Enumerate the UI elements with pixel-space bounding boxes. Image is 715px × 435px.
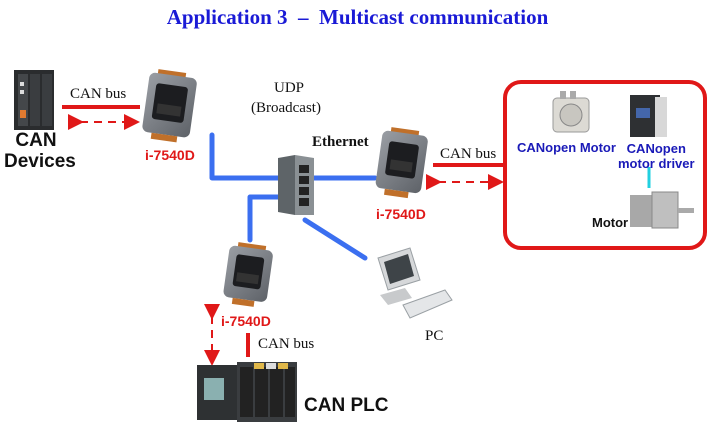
udp-label: UDP xyxy=(274,80,305,96)
motor-icon xyxy=(630,191,694,229)
diagram-title: Application 3 – Multicast communication xyxy=(166,5,549,29)
canopen-motor-driver-icon xyxy=(630,95,667,137)
can-bus-label-right: CAN bus xyxy=(440,146,497,162)
ethernet-link-pc xyxy=(302,217,368,261)
canopen-group-box xyxy=(503,80,707,250)
canopen-motor-label: CANopen Motor xyxy=(517,140,616,155)
ethernet-link-top-left xyxy=(209,132,288,181)
device-label-top-left: i-7540D xyxy=(145,147,195,163)
pc-icon xyxy=(377,247,453,319)
i7540d-module-right xyxy=(375,127,428,199)
can-devices-label: CAN Devices xyxy=(4,130,76,172)
canopen-motor-driver-label: CANopen motor driver xyxy=(618,141,695,171)
ethernet-link-bottom xyxy=(247,194,285,243)
i7540d-module-bottom xyxy=(223,242,273,307)
motor-label: Motor xyxy=(592,215,629,230)
canopen-motor-icon xyxy=(552,91,590,133)
ethernet-switch-icon xyxy=(278,155,314,215)
broadcast-label: (Broadcast) xyxy=(251,100,321,116)
i7540d-module-top-left xyxy=(142,69,197,143)
ethernet-label: Ethernet xyxy=(312,134,369,150)
can-plc-label: CAN PLC xyxy=(304,395,389,416)
device-label-right: i-7540D xyxy=(376,206,426,222)
device-label-bottom: i-7540D xyxy=(221,313,271,329)
can-bus-label-bottom: CAN bus xyxy=(258,336,315,352)
can-bus-label-left: CAN bus xyxy=(70,86,127,102)
can-devices-icon xyxy=(14,70,54,130)
can-plc-icon xyxy=(197,362,297,422)
pc-label: PC xyxy=(425,328,444,344)
ethernet-links xyxy=(209,132,378,261)
